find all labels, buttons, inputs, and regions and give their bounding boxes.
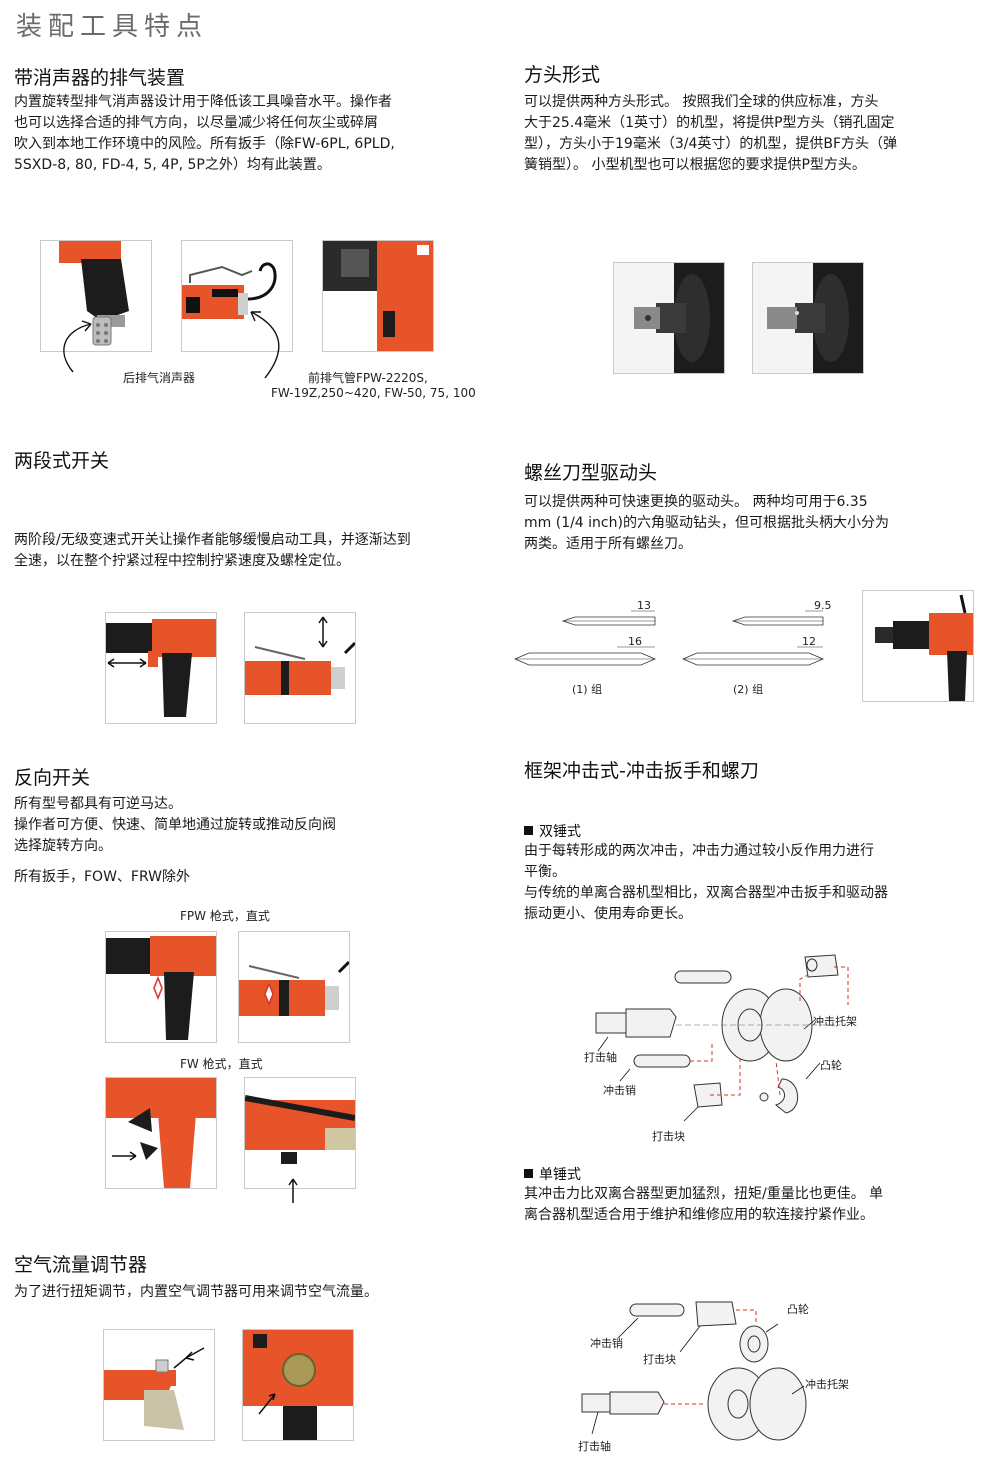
twin-label-pin: 冲击销 <box>603 1084 636 1097</box>
single-label-anvil: 打击轴 <box>578 1440 611 1453</box>
screwdriver-bit-text: 可以提供两种可快速更换的驱动头。 两种均可用于6.35 mm (1/4 inch… <box>524 494 889 552</box>
twin-hammer-title: 双锤式 <box>524 821 581 841</box>
bf-type-square-drive-photo <box>752 262 864 374</box>
caption-front-exhaust-1: 前排气管FPW-2220S, <box>308 371 428 385</box>
dim-13: 13 <box>637 599 651 612</box>
air-flow-heading: 空气流量调节器 <box>14 1254 148 1276</box>
front-exhaust-photo-1 <box>181 240 293 352</box>
dim-12: 12 <box>802 635 816 648</box>
single-label-pin: 冲击销 <box>590 1337 623 1350</box>
group-1-label: (1) 组 <box>572 683 603 696</box>
bullet-square-icon <box>524 1169 533 1178</box>
single-label-cam: 凸轮 <box>787 1303 809 1316</box>
fw-caption: FW 枪式，直式 <box>180 1057 263 1071</box>
air-regulator-photo-2 <box>242 1329 354 1441</box>
impact-heading: 框架冲击式-冲击扳手和螺刀 <box>524 760 759 782</box>
dim-9-5: 9.5 <box>814 599 832 612</box>
p-type-square-drive-photo <box>613 262 725 374</box>
screwdriver-chuck-photo <box>862 590 974 702</box>
fw-straight-photo <box>244 1077 356 1189</box>
fpw-pistol-photo <box>105 931 217 1043</box>
twin-hammer-text: 由于每转形成的两次冲击，冲击力通过较小反作用力进行 平衡。 与传统的单离合器机型… <box>524 843 888 922</box>
single-label-hammer: 打击块 <box>643 1353 676 1366</box>
caption-rear-muffler: 后排气消声器 <box>123 371 196 385</box>
single-label-cage: 冲击托架 <box>805 1378 849 1391</box>
muffler-heading: 带消声器的排气装置 <box>14 67 186 89</box>
twin-label-anvil: 打击轴 <box>584 1051 617 1064</box>
bullet-square-icon <box>524 826 533 835</box>
two-stage-straight-photo <box>244 612 356 724</box>
twin-label-cam: 凸轮 <box>820 1059 842 1072</box>
reverse-text: 所有型号都具有可逆马达。 操作者可方便、快速、简单地通过旋转或推动反向阀 选择旋… <box>14 796 336 854</box>
square-drive-text: 可以提供两种方头形式。 按照我们全球的供应标准，方头 大于25.4毫米（1英寸）… <box>524 94 898 173</box>
dim-16: 16 <box>628 635 642 648</box>
two-stage-pistol-photo <box>105 612 217 724</box>
square-drive-heading: 方头形式 <box>524 64 601 86</box>
two-stage-text: 两阶段/无级变速式开关让操作者能够缓慢启动工具，并逐渐达到 全速，以在整个拧紧过… <box>14 532 411 569</box>
bit-dimension-drawing <box>513 610 825 666</box>
fpw-caption: FPW 枪式，直式 <box>180 909 270 923</box>
single-hammer-title: 单锤式 <box>524 1164 581 1184</box>
single-hammer-exploded-diagram <box>581 1301 807 1441</box>
page-title: 装配工具特点 <box>16 12 209 42</box>
muffler-callout-arrows <box>63 311 280 379</box>
reverse-note: 所有扳手，FOW、FRW除外 <box>14 869 190 885</box>
caption-front-exhaust-2: FW-19Z,250~420, FW-50, 75, 100 <box>271 386 476 400</box>
rear-muffler-photo <box>40 240 152 352</box>
air-flow-text: 为了进行扭矩调节，内置空气调节器可用来调节空气流量。 <box>14 1284 378 1300</box>
reverse-heading: 反向开关 <box>14 767 91 789</box>
screwdriver-bit-heading: 螺丝刀型驱动头 <box>524 462 658 484</box>
muffler-text: 内置旋转型排气消声器设计用于降低该工具噪音水平。操作者 也可以选择合适的排气方向… <box>14 94 395 173</box>
single-hammer-text: 其冲击力比双离合器型更加猛烈，扭矩/重量比也更佳。 单 离合器机型适合用于维护和… <box>524 1186 884 1223</box>
front-exhaust-photo-2 <box>322 240 434 352</box>
twin-hammer-exploded-diagram <box>595 954 849 1122</box>
two-stage-heading: 两段式开关 <box>14 450 110 472</box>
fw-straight-arrow <box>288 1178 298 1203</box>
air-regulator-photo-1 <box>103 1329 215 1441</box>
fw-pistol-photo <box>105 1077 217 1189</box>
group-2-label: (2) 组 <box>733 683 764 696</box>
fpw-straight-photo <box>238 931 350 1043</box>
twin-label-hammer: 打击块 <box>652 1130 685 1143</box>
twin-label-cage: 冲击托架 <box>813 1015 857 1028</box>
